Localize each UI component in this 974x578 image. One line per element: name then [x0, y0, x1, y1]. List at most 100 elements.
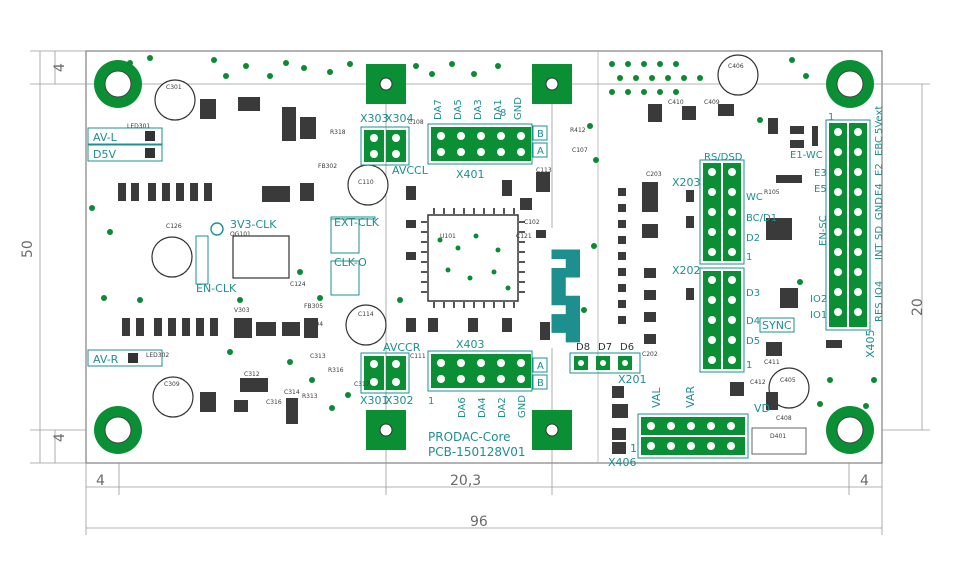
ref-c110: C110	[358, 179, 374, 186]
indicator-avccl: AVCCL	[392, 164, 429, 177]
ref-qg101: QG101	[230, 231, 251, 238]
ref-fb304: FB304	[304, 321, 323, 328]
label-x202: X202	[672, 264, 701, 277]
dim-right-margin: 4	[860, 473, 869, 489]
ref-c412: C412	[750, 379, 766, 386]
ref-c102: C102	[524, 219, 540, 226]
ref-r105: R105	[764, 189, 780, 196]
x405-label-9: RES	[874, 302, 885, 322]
ref-c409: C409	[704, 99, 720, 106]
signal-e3: E3	[814, 168, 827, 179]
x405-label-7: INT	[874, 243, 885, 260]
vias	[89, 55, 877, 411]
ref-c203: C203	[646, 171, 662, 178]
dim-left-margin: 4	[96, 473, 105, 489]
x403-pin-4: GND	[517, 395, 528, 418]
header-x401	[427, 123, 548, 165]
x405-pin-one: 1	[828, 112, 834, 123]
x403-pin-2: DA4	[477, 397, 488, 418]
ref-fb305: FB305	[304, 303, 323, 310]
square-pads	[366, 64, 572, 450]
board-outline	[85, 50, 883, 464]
ref-c111: C111	[410, 353, 426, 360]
board-product-name: PRODAC-Core	[428, 430, 511, 444]
signal-io2: IO2	[810, 294, 827, 305]
x405-label-4: E4	[874, 183, 885, 196]
ref-c317: C317	[354, 381, 370, 388]
indicator-d5v: D5V	[93, 148, 116, 161]
dim-height: 50	[20, 240, 36, 258]
x401-pin-4: DA1	[493, 99, 504, 120]
ref-c406: C406	[728, 63, 744, 70]
pin-marker-a-top: A	[537, 146, 544, 157]
label-x405: X405	[864, 329, 877, 358]
signal-d4: D4	[746, 316, 760, 327]
ref-c114: C114	[358, 311, 374, 318]
led-d7: D7	[598, 342, 612, 353]
indicator-en-clk: EN-CLK	[196, 282, 237, 295]
ref-c314: C314	[284, 389, 300, 396]
svg-text:▟▙▛▜▟: ▟▙▛▜▟	[551, 249, 581, 343]
ref-c124: C124	[290, 281, 306, 288]
x401-pin-3: DA3	[473, 99, 484, 120]
ref-c411: C411	[764, 359, 780, 366]
ref-u101: U101	[440, 233, 456, 240]
ref-r316: R316	[328, 367, 344, 374]
x405-label-2: EBC	[874, 136, 885, 156]
indicator-leds	[128, 131, 155, 363]
header-x203	[699, 159, 745, 265]
label-val: VAL	[650, 387, 663, 408]
pin-marker-eight: 8	[500, 108, 506, 119]
ref-c126: C126	[166, 223, 182, 230]
x401-pin-5: GND	[513, 97, 524, 120]
pin-marker-a-bottom: A	[537, 361, 544, 372]
header-x301-x302	[360, 352, 410, 394]
label-x303: X303	[360, 112, 389, 125]
indicator-clk-o: CLK-O	[334, 256, 367, 269]
ref-c202: C202	[642, 351, 658, 358]
mounting-holes	[94, 60, 874, 454]
label-x302: X302	[385, 394, 414, 407]
board-logo: ▟▙▛▜▟	[550, 228, 581, 348]
indicator-3v3-clk: 3V3-CLK	[230, 218, 277, 231]
dim-total-width: 96	[470, 514, 488, 530]
signal-bc-d1: BC/D1	[746, 213, 777, 224]
label-vd: VD	[754, 402, 770, 415]
dim-top-offset: 4	[52, 63, 68, 72]
ref-c410: C410	[668, 99, 684, 106]
x405-label-5: GND	[874, 197, 885, 220]
x401-pin-2: DA5	[453, 99, 464, 120]
chip-u101	[421, 208, 525, 308]
signal-wc: WC	[746, 192, 763, 203]
indicator-ext-clk: EXT-CLK	[334, 216, 380, 229]
x403-pin-1: DA6	[457, 397, 468, 418]
signal-d2: D2	[746, 233, 760, 244]
header-x202	[699, 267, 745, 373]
ref-r313: R313	[302, 393, 318, 400]
header-x201	[569, 352, 641, 374]
label-x403: X403	[456, 338, 485, 351]
x203-pin-one: 1	[746, 252, 752, 263]
ref-r412: R412	[570, 127, 586, 134]
ref-fb302: FB302	[318, 163, 337, 170]
electrolytic-capacitors	[151, 54, 810, 418]
x401-pin-1: DA7	[433, 99, 444, 120]
label-x401: X401	[456, 168, 485, 181]
dim-mid-span: 20,3	[450, 473, 481, 489]
oscillator-qg101	[232, 235, 290, 279]
x202-pin-one: 1	[746, 360, 752, 371]
led-d6: D6	[620, 342, 634, 353]
signal-d3: D3	[746, 288, 760, 299]
ref-c408: C408	[776, 415, 792, 422]
x405-label-8: IO4	[874, 281, 885, 298]
header-x403	[427, 350, 548, 392]
x405-label-3: E2	[874, 163, 885, 176]
dim-bottom-offset: 4	[52, 433, 68, 442]
ref-c316: C316	[266, 399, 282, 406]
ref-d401: D401	[770, 433, 786, 440]
label-var: VAR	[684, 386, 697, 408]
ref-c113: C113	[536, 167, 552, 174]
ref-c107: C107	[572, 147, 588, 154]
ref-c121: C121	[516, 233, 532, 240]
